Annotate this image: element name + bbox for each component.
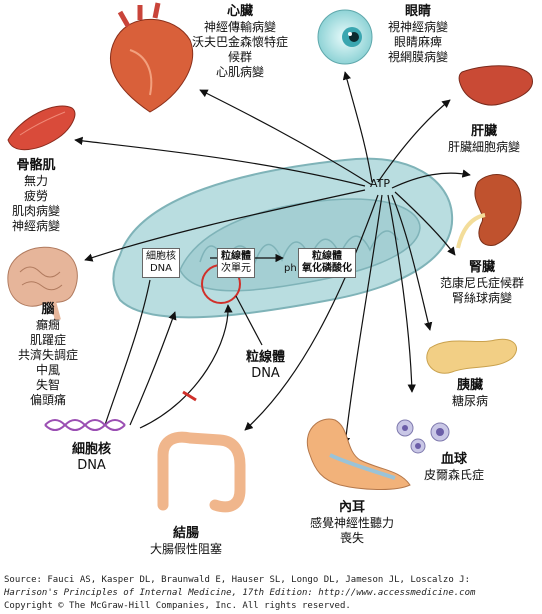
heart-title: 心臟: [227, 4, 254, 19]
kidney-image: [456, 174, 522, 249]
eye-item: 視神經病變: [388, 20, 449, 35]
liver-label: 肝臟 肝臟細胞病變: [448, 124, 520, 155]
eye-item: 眼睛麻痺: [394, 35, 443, 50]
pancreas-item: 糖尿病: [452, 394, 489, 409]
source-line1: Source: Fauci AS, Kasper DL, Braunwald E…: [4, 575, 470, 585]
brain-item: 偏頭痛: [30, 393, 67, 408]
colon-label: 結腸 大腸假性阻塞: [150, 526, 222, 557]
oxphos-box: 粒線體 氧化磷酸化: [298, 248, 356, 278]
nuclear-box-line2: DNA: [149, 263, 173, 274]
colon-item: 大腸假性阻塞: [150, 542, 223, 557]
ear-label: 內耳 感覺神經性聽力 喪失: [310, 500, 394, 546]
kidney-title: 腎臟: [469, 260, 496, 275]
ear-title: 內耳: [339, 500, 366, 515]
heart-label: 心臟 神經傳輸病變 沃夫巴金森懷特症 候群 心肌病變: [192, 4, 288, 80]
brain-label: 腦 癲癇 肌躍症 共濟失調症 中風 失智 偏頭痛: [18, 302, 78, 408]
nucleus-dna-label-line2: DNA: [77, 458, 106, 474]
heart-item: 候群: [228, 50, 253, 65]
heart-item: 神經傳輸病變: [204, 20, 277, 35]
muscle-item: 肌肉病變: [12, 204, 61, 219]
nucleus-dna-helix: [44, 419, 126, 431]
brain-item: 共濟失調症: [18, 348, 79, 363]
block-mark: [182, 390, 197, 402]
pancreas-title: 胰臟: [457, 378, 484, 393]
kidney-label: 腎臟 范康尼氏症候群 腎絲球病變: [440, 260, 524, 306]
brain-item: 中風: [36, 363, 61, 378]
muscle-item: 神經病變: [12, 219, 61, 234]
eye-item: 視網膜病變: [388, 50, 449, 65]
muscle-item: 疲勞: [24, 189, 49, 204]
kidney-item: 范康尼氏症候群: [440, 276, 525, 291]
oxphos-box-line1: 粒線體: [312, 251, 342, 262]
mito-box-line1: 粒線體: [221, 251, 251, 262]
phos-prefix: ph: [284, 263, 297, 274]
ear-item: 感覺神經性聽力: [310, 516, 395, 531]
atp-label: ATP: [370, 177, 391, 190]
eye-image: [317, 9, 373, 65]
brain-image: [7, 246, 78, 321]
mtdna-label-line2: DNA: [251, 366, 280, 382]
oxphos-box-line2: 氧化磷酸化: [302, 263, 352, 274]
pancreas-image: [426, 338, 517, 374]
mtdna-label-line1: 粒線體: [246, 350, 286, 365]
blood-title: 血球: [441, 452, 468, 467]
dna-lines: [104, 279, 263, 429]
blood-cells-image: [396, 419, 450, 454]
eye-title: 眼睛: [405, 4, 432, 19]
muscle-label: 骨骼肌 無力 疲勞 肌肉病變 神經病變: [12, 158, 60, 234]
pancreas-label: 胰臟 糖尿病: [452, 378, 488, 409]
mito-box-line2: 次單元: [221, 263, 251, 274]
nuclear-dna-box: 細胞核 DNA: [142, 248, 180, 278]
brain-item: 癲癇: [36, 318, 61, 333]
muscle-title: 骨骼肌: [16, 158, 56, 173]
liver-title: 肝臟: [471, 124, 498, 139]
inner-ear-image: [306, 418, 411, 491]
muscle-item: 無力: [24, 174, 49, 189]
mtdna-label: 粒線體 DNA: [246, 350, 285, 383]
brain-item: 失智: [36, 378, 61, 393]
nucleus-dna-label: 細胞核 DNA: [72, 442, 111, 475]
ear-item: 喪失: [340, 531, 365, 546]
muscle-image: [7, 105, 76, 151]
kidney-item: 腎絲球病變: [452, 291, 513, 306]
colon-title: 結腸: [173, 526, 200, 541]
brain-title: 腦: [41, 302, 55, 317]
mito-subunit-box: 粒線體 次單元: [217, 248, 255, 278]
nucleus-dna-label-line1: 細胞核: [72, 442, 112, 457]
heart-item: 沃夫巴金森懷特症: [192, 35, 289, 50]
blood-item: 皮爾森氏症: [424, 468, 485, 483]
source-line2[interactable]: Harrison's Principles of Internal Medici…: [4, 588, 476, 598]
heart-image: [109, 2, 194, 113]
colon-image: [157, 431, 246, 513]
blood-label: 血球 皮爾森氏症: [424, 452, 484, 483]
heart-item: 心肌病變: [216, 65, 265, 80]
source-citation: Source: Fauci AS, Kasper DL, Braunwald E…: [4, 574, 475, 613]
copyright-line: Copyright © The McGraw-Hill Companies, I…: [4, 601, 351, 611]
liver-item: 肝臟細胞病變: [448, 140, 521, 155]
nuclear-box-line1: 細胞核: [146, 251, 176, 262]
brain-item: 肌躍症: [30, 333, 67, 348]
eye-label: 眼睛 視神經病變 眼睛麻痺 視網膜病變: [388, 4, 448, 65]
liver-image: [458, 65, 533, 106]
mitochondrion: [112, 157, 454, 319]
